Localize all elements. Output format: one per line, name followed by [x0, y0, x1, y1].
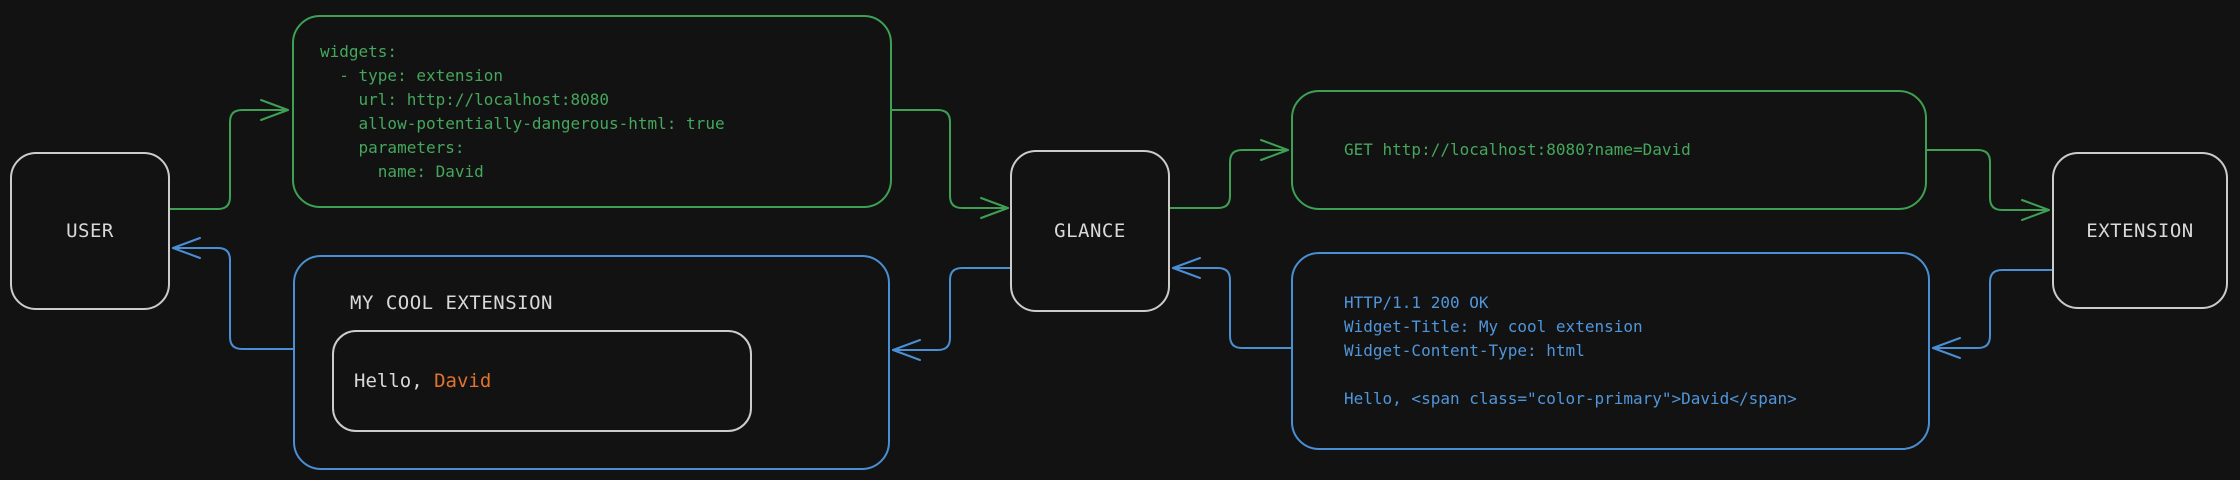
- http-line: Widget-Title: My cool extension: [1344, 317, 1643, 336]
- widget-title: MY COOL EXTENSION: [350, 292, 553, 314]
- node-user-label: USER: [66, 220, 114, 242]
- config-line: allow-potentially-dangerous-html: true: [320, 113, 725, 133]
- rendered-widget-box: MY COOL EXTENSION Hello, David: [293, 255, 890, 470]
- arrowhead-left-icon: [892, 339, 921, 361]
- wire-glance-to-rendered-widget: [892, 267, 1011, 361]
- arrowhead-right-icon: [260, 99, 289, 121]
- http-line: HTTP/1.1 200 OK: [1344, 293, 1489, 312]
- config-line: name: David: [320, 161, 484, 181]
- node-extension: EXTENSION: [2052, 152, 2228, 309]
- wire-path: [891, 109, 1009, 209]
- arrowhead-left-icon: [1172, 257, 1201, 279]
- node-glance-label: GLANCE: [1054, 220, 1126, 242]
- wire-path: [892, 267, 1011, 351]
- http-line: [1344, 363, 1928, 387]
- wire-path: [1932, 269, 2053, 349]
- wire-request-get-to-extension: [1926, 149, 2050, 221]
- response-http-box: HTTP/1.1 200 OK Widget-Title: My cool ex…: [1291, 252, 1930, 450]
- config-line: parameters:: [320, 137, 465, 157]
- arrowhead-left-icon: [172, 237, 201, 259]
- arrowhead-right-icon: [980, 197, 1009, 219]
- wire-path: [1926, 149, 2050, 211]
- wire-path: [172, 247, 294, 350]
- http-line: Hello, <span class="color-primary">David…: [1344, 389, 1797, 408]
- wire-glance-to-request-get: [1169, 139, 1289, 209]
- wire-user-to-request-config: [169, 99, 289, 210]
- arrowhead-right-icon: [1260, 139, 1289, 161]
- request-get-box: GET http://localhost:8080?name=David: [1291, 90, 1927, 210]
- arrowhead-left-icon: [1932, 337, 1961, 359]
- greeting-name: David: [434, 370, 492, 392]
- wire-rendered-widget-to-user: [172, 237, 294, 350]
- config-line: widgets:: [320, 41, 398, 61]
- wire-request-config-to-glance: [891, 109, 1009, 219]
- widget-frame: Hello, David: [332, 330, 752, 432]
- wire-response-http-to-glance: [1172, 257, 1292, 349]
- config-line: url: http://localhost:8080: [320, 89, 609, 109]
- wire-path: [169, 109, 289, 210]
- request-config-box: widgets: - type: extension url: http://l…: [292, 15, 892, 208]
- config-line: - type: extension: [320, 65, 504, 85]
- wire-extension-to-response-http: [1932, 269, 2053, 359]
- node-glance: GLANCE: [1010, 150, 1170, 312]
- arrowhead-right-icon: [2021, 199, 2050, 221]
- wire-path: [1172, 267, 1292, 349]
- node-user: USER: [10, 152, 170, 310]
- get-request-line: GET http://localhost:8080?name=David: [1344, 140, 1691, 159]
- wire-path: [1169, 149, 1289, 209]
- node-extension-label: EXTENSION: [2086, 219, 2194, 242]
- http-line: Widget-Content-Type: html: [1344, 341, 1585, 360]
- greeting-prefix: Hello,: [354, 370, 435, 392]
